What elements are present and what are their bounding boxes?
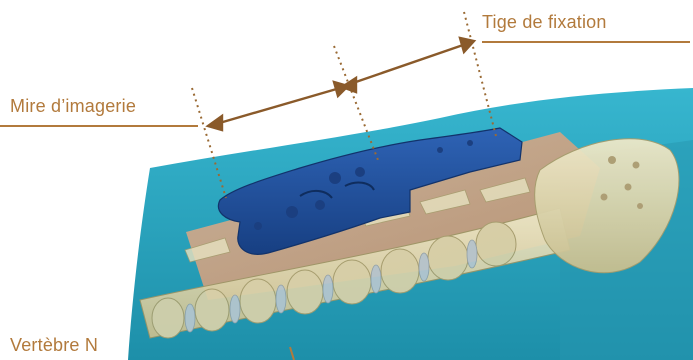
label-mire-imagerie: Mire d’imagerie [10, 96, 136, 117]
label-tige-de-fixation: Tige de fixation [482, 12, 607, 33]
label-vertebre-n: Vertèbre N [10, 335, 98, 356]
dimension-arrows [208, 38, 474, 130]
